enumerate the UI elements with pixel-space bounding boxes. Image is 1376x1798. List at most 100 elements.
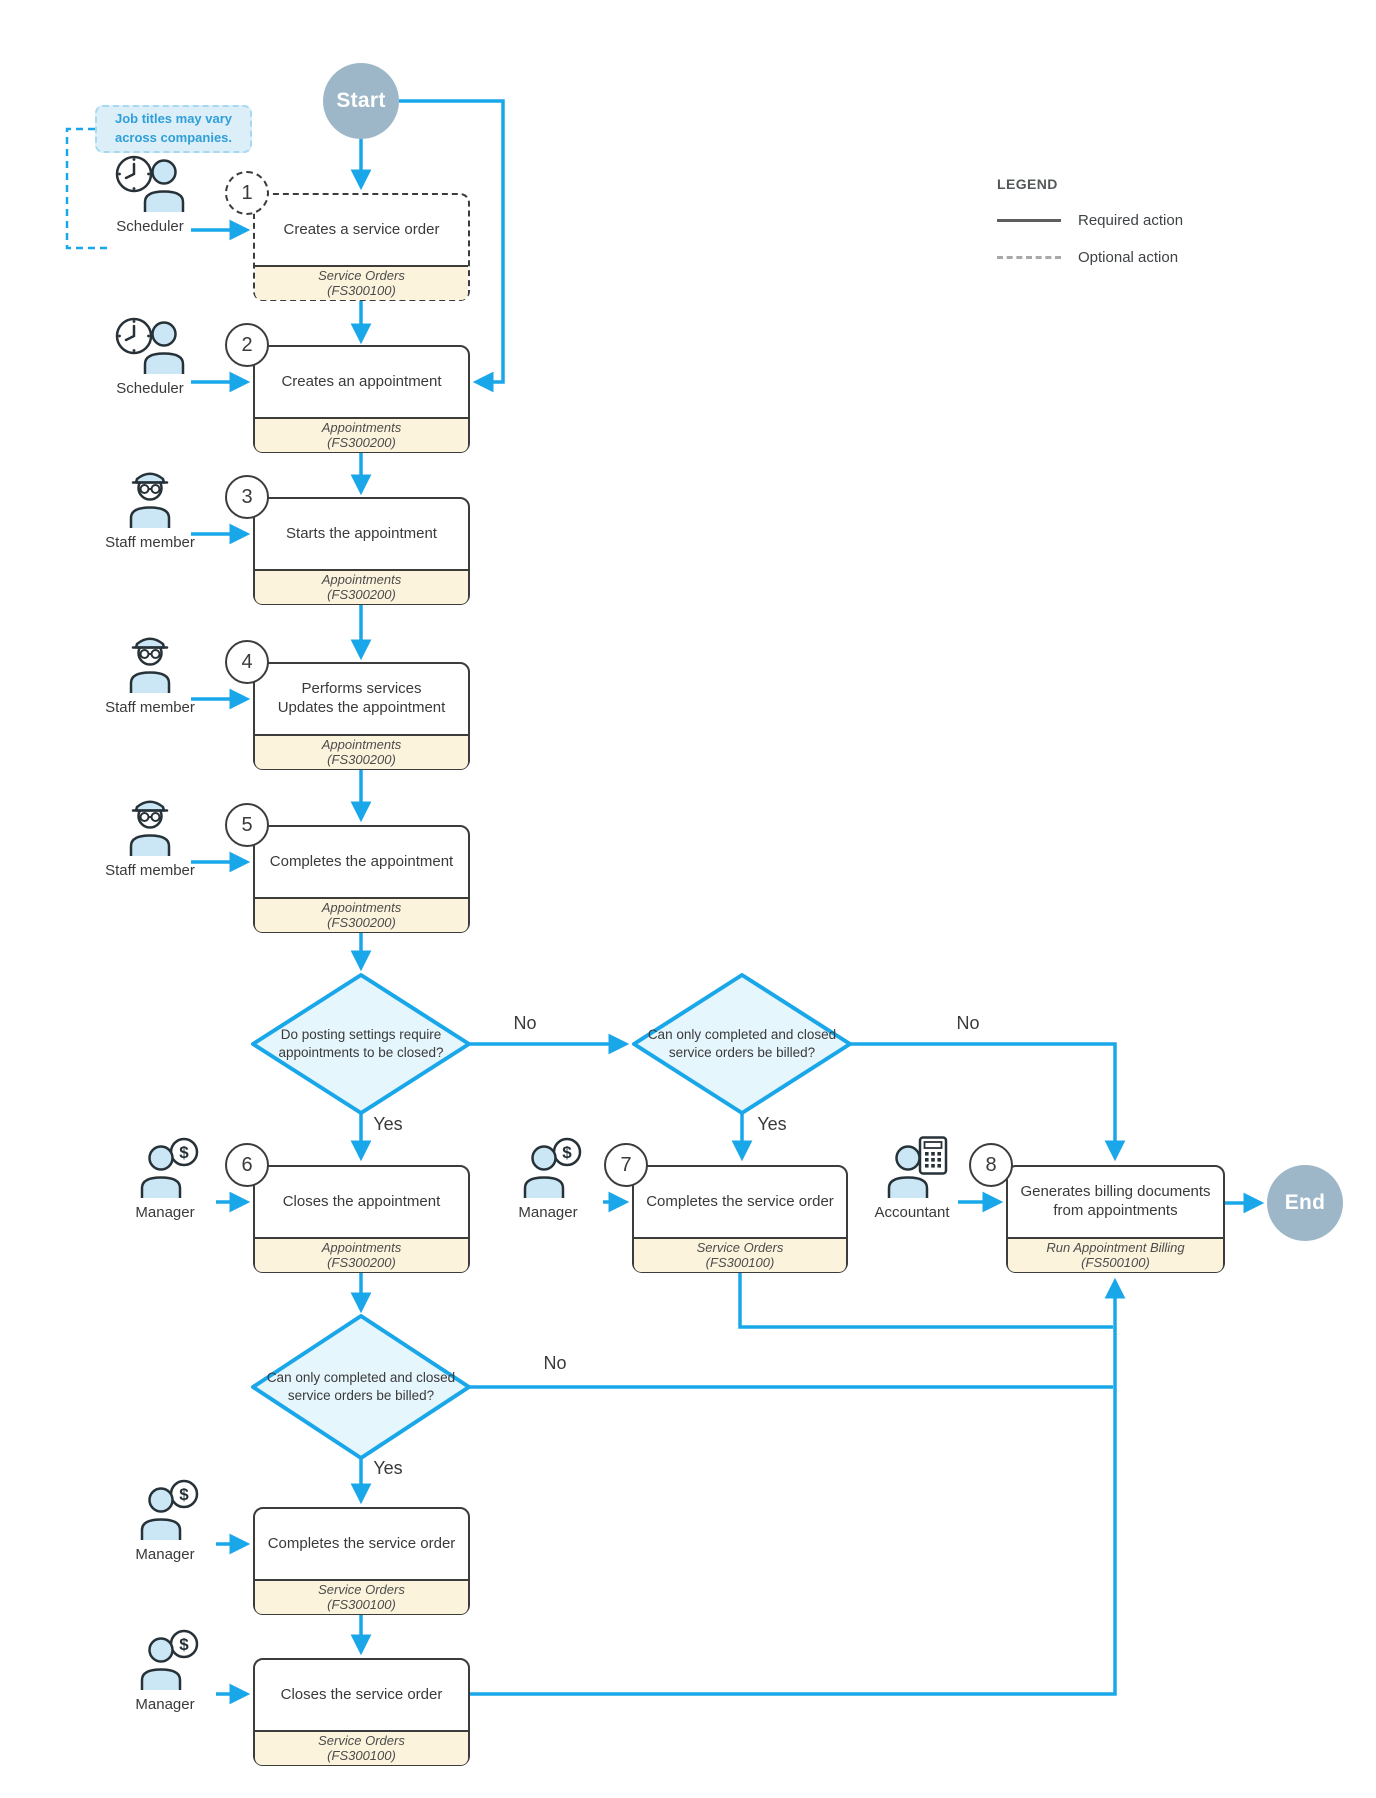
- actor-accountant: Accountant: [852, 1136, 972, 1222]
- actor-label: Accountant: [874, 1204, 950, 1221]
- step-6-box: Closes the appointment Appointments(FS30…: [253, 1165, 470, 1273]
- scheduler-icon: [115, 317, 185, 374]
- svg-text:$: $: [179, 1143, 189, 1162]
- step-6-number: 6: [225, 1143, 269, 1187]
- step-7-number: 7: [604, 1143, 648, 1187]
- clock-icon: [115, 155, 153, 193]
- note-line-1: Job titles may vary: [114, 111, 233, 127]
- person-icon: [129, 475, 171, 528]
- start-label: Start: [336, 89, 386, 112]
- actor-label: Staff member: [105, 862, 195, 879]
- calculator-icon: [918, 1136, 948, 1175]
- dollar-icon: $: [552, 1137, 582, 1167]
- closes-service-order-box: Closes the service order Service Orders(…: [253, 1658, 470, 1766]
- manager-icon: $: [140, 1479, 199, 1540]
- hat-icon: [131, 472, 169, 484]
- closes-service-order-screen: Service Orders(FS300100): [255, 1730, 468, 1765]
- person-icon: [887, 1145, 929, 1198]
- svg-text:$: $: [562, 1143, 572, 1162]
- person-icon: [129, 640, 171, 693]
- decision-2-yes-label: Yes: [757, 1114, 787, 1134]
- staff-member-icon: [129, 637, 171, 693]
- actor-manager-1: $ Manager: [105, 1136, 225, 1222]
- actor-label: Manager: [135, 1546, 195, 1563]
- start-node: Start: [323, 63, 399, 139]
- svg-text:$: $: [179, 1485, 189, 1504]
- completes-service-order-screen: Service Orders(FS300100): [255, 1579, 468, 1614]
- end-label: End: [1284, 1191, 1326, 1214]
- step-5-number: 5: [225, 803, 269, 847]
- step-3-screen: Appointments(FS300200): [255, 569, 468, 604]
- decision-3-question: Can only completed and closed service or…: [266, 1370, 456, 1403]
- actor-label: Manager: [135, 1204, 195, 1221]
- person-icon: [143, 321, 185, 374]
- step-2-number: 2: [225, 323, 269, 367]
- person-icon: [140, 1487, 182, 1540]
- step-6-label: Closes the appointment: [282, 1192, 441, 1210]
- step-6-screen: Appointments(FS300200): [255, 1237, 468, 1272]
- actor-manager-2: $ Manager: [488, 1136, 608, 1222]
- glasses-icon: [139, 812, 161, 822]
- actor-staff-member-2: Staff member: [90, 631, 210, 717]
- decision-3-yes-label: Yes: [373, 1458, 403, 1478]
- actor-manager-4: $ Manager: [105, 1628, 225, 1714]
- actor-label: Scheduler: [116, 380, 184, 397]
- decision-1-yes-label: Yes: [373, 1114, 403, 1134]
- note-box: Job titles may vary across companies.: [95, 105, 252, 153]
- step-3-label: Starts the appointment: [286, 524, 437, 542]
- person-icon: [523, 1145, 565, 1198]
- step-8-box: Generates billing documents from appoint…: [1006, 1165, 1225, 1273]
- note-line-2: across companies.: [114, 130, 233, 145]
- decision-3-no-label: No: [543, 1353, 567, 1373]
- legend-row-required: Required action: [997, 212, 1257, 229]
- hat-icon: [131, 637, 169, 649]
- completes-service-order-label: Completes the service order: [267, 1534, 456, 1552]
- step-1-label: Creates a service order: [283, 220, 440, 238]
- step-7-screen: Service Orders(FS300100): [634, 1237, 846, 1272]
- decision-2-no-label: No: [956, 1013, 980, 1033]
- actor-label: Staff member: [105, 534, 195, 551]
- manager-icon: $: [140, 1137, 199, 1198]
- actor-manager-3: $ Manager: [105, 1478, 225, 1564]
- glasses-icon: [139, 484, 161, 494]
- end-node: End: [1267, 1165, 1343, 1241]
- dollar-icon: $: [169, 1137, 199, 1167]
- legend-row-optional: Optional action: [997, 249, 1257, 266]
- flow-arrows: [65, 99, 1265, 1705]
- scheduler-icon: [115, 155, 185, 212]
- manager-icon: $: [523, 1137, 582, 1198]
- actor-label: Staff member: [105, 699, 195, 716]
- person-icon: [129, 803, 171, 856]
- step-4-label: Performs services Updates the appointmen…: [277, 680, 446, 716]
- actor-scheduler-1: Scheduler: [90, 150, 210, 236]
- step-4-box: Performs services Updates the appointmen…: [253, 662, 470, 770]
- manager-icon: $: [140, 1629, 199, 1690]
- dashed-line-sample: [997, 256, 1061, 259]
- step-1-number: 1: [225, 171, 269, 215]
- step-4-screen: Appointments(FS300200): [255, 734, 468, 769]
- person-icon: [143, 159, 185, 212]
- solid-line-sample: [997, 219, 1061, 222]
- actor-label: Scheduler: [116, 218, 184, 235]
- decision-1-no-label: No: [513, 1013, 537, 1033]
- legend: LEGEND Required action Optional action: [997, 176, 1257, 286]
- clock-icon: [115, 317, 153, 355]
- note-connector: [65, 127, 110, 250]
- svg-text:$: $: [179, 1635, 189, 1654]
- step-2-box: Creates an appointment Appointments(FS30…: [253, 345, 470, 453]
- decision-1-question: Do posting settings require appointments…: [278, 1027, 444, 1060]
- dollar-icon: $: [169, 1629, 199, 1659]
- step-3-box: Starts the appointment Appointments(FS30…: [253, 497, 470, 605]
- step-5-box: Completes the appointment Appointments(F…: [253, 825, 470, 933]
- actor-label: Manager: [135, 1696, 195, 1713]
- person-icon: [140, 1145, 182, 1198]
- decision-2-question: Can only completed and closed service or…: [647, 1027, 837, 1060]
- glasses-icon: [139, 649, 161, 659]
- completes-service-order-box: Completes the service order Service Orde…: [253, 1507, 470, 1615]
- dollar-icon: $: [169, 1479, 199, 1509]
- closes-service-order-label: Closes the service order: [280, 1685, 443, 1703]
- hat-icon: [131, 800, 169, 812]
- step-1-box: Creates a service order Service Orders(F…: [253, 193, 470, 301]
